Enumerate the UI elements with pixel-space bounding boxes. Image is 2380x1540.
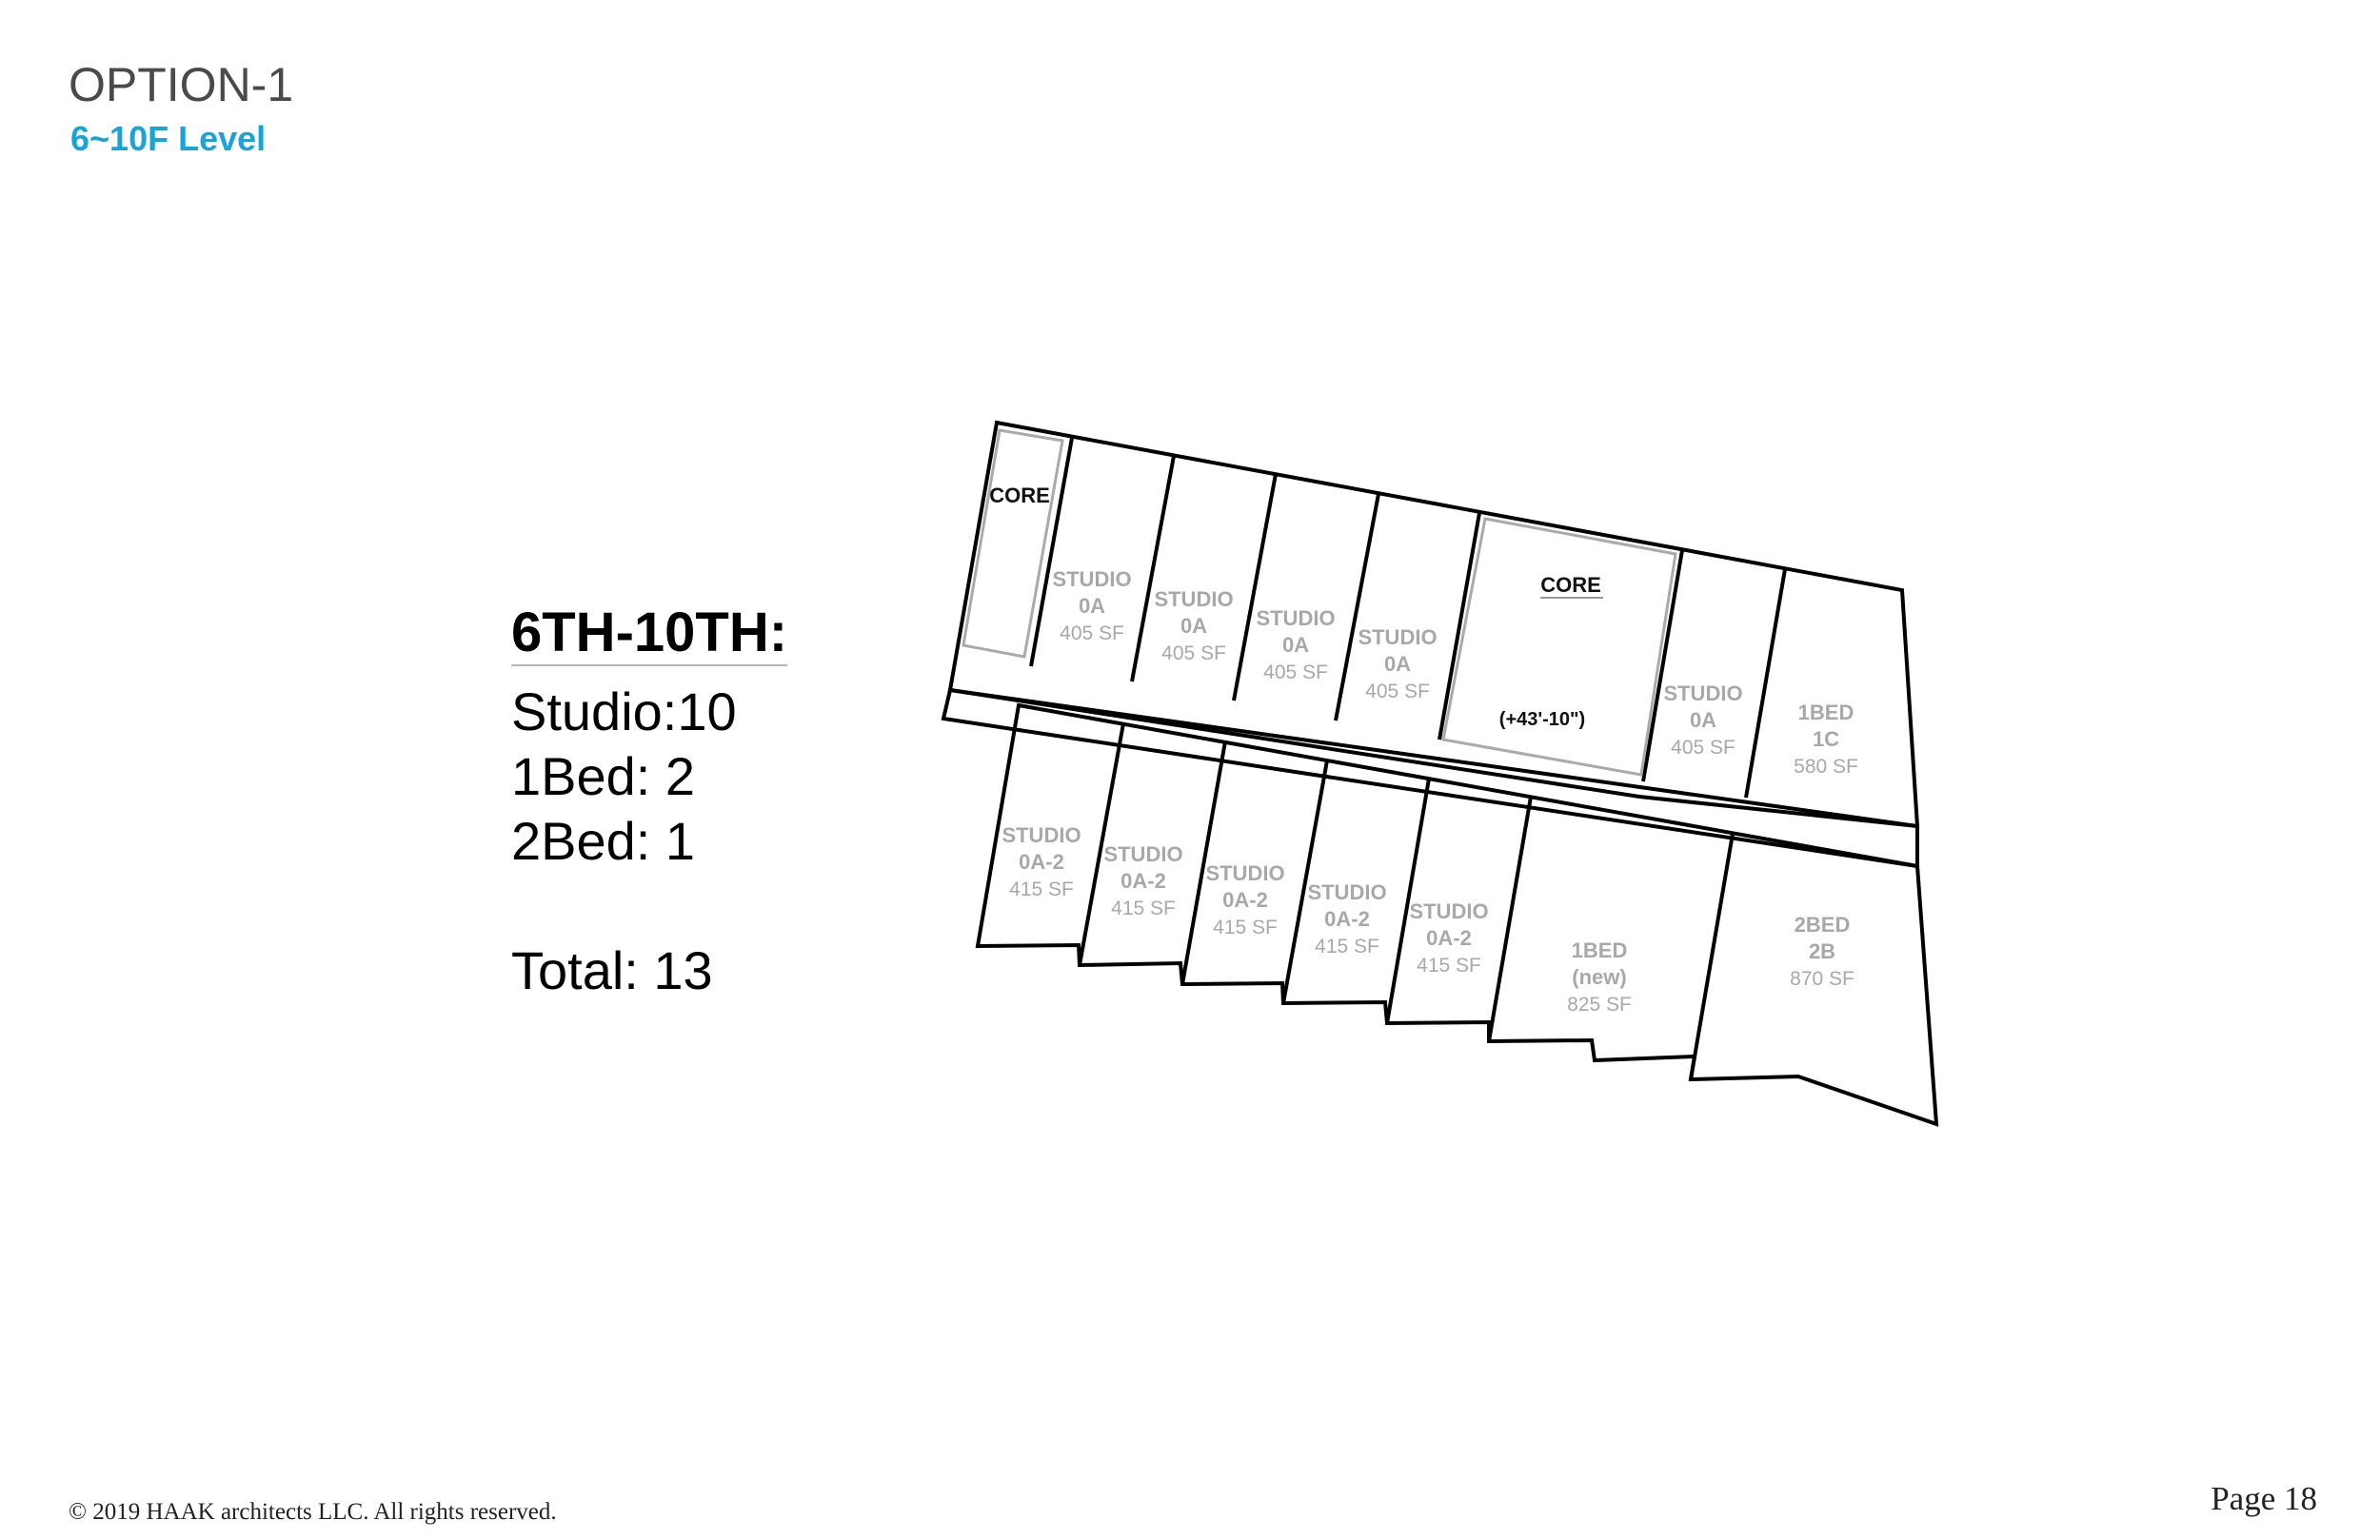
unit-area: 415 SF	[1315, 936, 1379, 958]
unit-label: STUDIO	[1154, 587, 1233, 611]
copyright-notice: © 2019 HAAK architects LLC. All rights r…	[69, 1499, 557, 1525]
summary-studio-count: Studio:10	[511, 681, 737, 741]
unit-area: 405 SF	[1060, 622, 1124, 644]
unit-area: 405 SF	[1671, 737, 1735, 759]
summary-total: Total: 13	[511, 940, 713, 1000]
unit-label: STUDIO	[1307, 880, 1386, 904]
unit-type: 0A-2	[1019, 850, 1064, 874]
unit-type: 0A	[1282, 633, 1309, 657]
summary-heading: 6TH-10TH:	[511, 605, 788, 666]
unit-area: 405 SF	[1161, 642, 1226, 664]
level-subtitle: 6~10F Level	[70, 119, 267, 158]
summary-1bed-count: 1Bed: 2	[511, 746, 696, 806]
unit-area: 415 SF	[1213, 917, 1278, 938]
north-unit-labels: STUDIO 0A 405 SF STUDIO 0A 405 SF STUDIO…	[1052, 567, 1857, 778]
unit-summary: 6TH-10TH: Studio:10 1Bed: 2 2Bed: 1 Tota…	[511, 605, 788, 1003]
unit-type: 0A-2	[1324, 907, 1370, 931]
unit-area: 825 SF	[1567, 994, 1632, 1016]
option-title: OPTION-1	[69, 58, 294, 111]
unit-label: 1BED	[1572, 938, 1628, 962]
unit-area: 870 SF	[1790, 968, 1854, 990]
unit-label: STUDIO	[1409, 899, 1488, 923]
unit-type: 2B	[1809, 939, 1835, 963]
summary-2bed-count: 2Bed: 1	[511, 811, 696, 871]
south-unit-labels: STUDIO 0A-2 415 SF STUDIO 0A-2 415 SF ST…	[1002, 823, 1854, 1016]
unit-area: 415 SF	[1111, 898, 1176, 919]
unit-label: STUDIO	[1256, 606, 1335, 630]
south-unit-dividers	[1078, 722, 1735, 1080]
unit-area: 415 SF	[1009, 879, 1074, 900]
unit-area: 405 SF	[1263, 661, 1328, 683]
unit-type: 0A	[1384, 652, 1411, 676]
unit-label: STUDIO	[1358, 625, 1437, 649]
unit-type: 0A	[1079, 594, 1105, 618]
unit-type: 0A-2	[1222, 888, 1268, 912]
north-unit-dividers	[1029, 437, 1787, 799]
left-core-box	[962, 428, 1064, 659]
unit-type: 0A-2	[1121, 869, 1166, 893]
unit-label: STUDIO	[1002, 823, 1081, 847]
center-core-label: CORE	[1540, 573, 1601, 597]
center-core-box	[1441, 517, 1677, 777]
south-wing-outline	[975, 702, 1939, 1127]
unit-label: 2BED	[1795, 913, 1851, 937]
page-number: Page 18	[2211, 1480, 2317, 1517]
unit-type: 0A	[1180, 614, 1207, 638]
north-wing-outline	[947, 420, 1920, 829]
left-core-label: CORE	[989, 484, 1050, 507]
unit-type: 0A-2	[1426, 926, 1472, 950]
unit-label: 1BED	[1798, 701, 1854, 724]
unit-area: 415 SF	[1417, 955, 1481, 977]
unit-label: STUDIO	[1663, 681, 1742, 705]
unit-type: 0A	[1690, 708, 1716, 732]
unit-label: STUDIO	[1052, 567, 1131, 591]
unit-label: STUDIO	[1205, 861, 1284, 885]
center-core-dimension: (+43'-10")	[1499, 709, 1585, 730]
unit-label: STUDIO	[1103, 842, 1182, 866]
unit-type: 1C	[1813, 727, 1839, 751]
unit-area: 405 SF	[1365, 681, 1430, 702]
unit-area: 580 SF	[1794, 756, 1858, 778]
unit-type: (new)	[1572, 965, 1626, 989]
